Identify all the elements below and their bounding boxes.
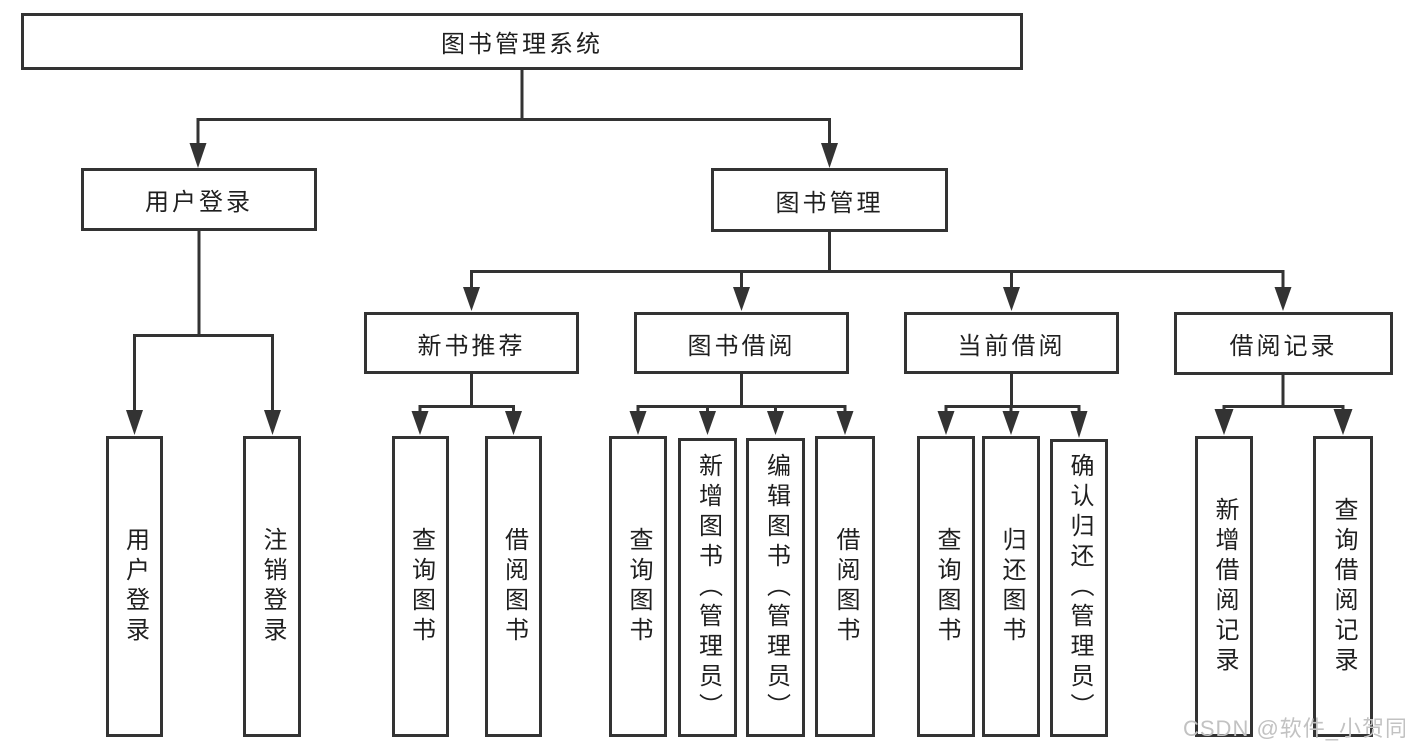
leaf-label: 注销登录 bbox=[259, 526, 286, 647]
leaf-label: 查询图书 bbox=[625, 526, 652, 647]
arrowhead-book-borrow bbox=[733, 287, 750, 311]
node-borrow-record: 借阅记录 bbox=[1174, 312, 1393, 375]
arrowhead-leaf-user-login bbox=[126, 410, 143, 435]
arrowhead-new-book-recommend bbox=[463, 287, 480, 311]
leaf-record-add-borrow-record: 新增借阅记录 bbox=[1195, 436, 1253, 737]
arrowhead-book-management bbox=[821, 143, 838, 168]
leaf-borrow-borrow-book: 借阅图书 bbox=[815, 436, 875, 737]
node-book-borrow: 图书借阅 bbox=[634, 312, 849, 374]
leaf-label: 新增借阅记录 bbox=[1211, 496, 1238, 677]
arrowhead-user-login bbox=[189, 143, 207, 168]
leaf-label: 编辑图书（管理员） bbox=[762, 452, 790, 723]
arrowhead-borrow-borrow bbox=[836, 411, 854, 435]
leaf-current-query-book: 查询图书 bbox=[917, 436, 975, 737]
connector-book-borrow-group bbox=[636, 374, 847, 413]
arrowhead-borrow-edit bbox=[767, 411, 784, 435]
leaf-label: 查询图书 bbox=[933, 526, 960, 647]
arrowhead-current-confirm bbox=[1070, 411, 1088, 438]
arrowhead-borrow-query bbox=[629, 411, 647, 435]
leaf-current-return-book: 归还图书 bbox=[982, 436, 1040, 737]
node-book-management: 图书管理 bbox=[711, 168, 948, 232]
arrowhead-current-borrow bbox=[1003, 287, 1020, 311]
arrowhead-record-add bbox=[1214, 409, 1234, 435]
arrowhead-borrow-record bbox=[1274, 287, 1292, 311]
leaf-label: 用户登录 bbox=[121, 526, 149, 647]
leaf-borrow-edit-book-admin: 编辑图书（管理员） bbox=[746, 438, 805, 737]
leaf-newbook-query-book: 查询图书 bbox=[392, 436, 449, 737]
leaf-logout-login: 注销登录 bbox=[243, 436, 301, 737]
leaf-label: 查询图书 bbox=[407, 526, 435, 647]
leaf-record-query-borrow-record: 查询借阅记录 bbox=[1313, 436, 1373, 737]
connector-book-management-branch bbox=[470, 232, 1285, 289]
leaf-label: 归还图书 bbox=[998, 526, 1025, 647]
leaf-label: 新增图书（管理员） bbox=[694, 452, 722, 723]
leaf-current-confirm-return-admin: 确认归还（管理员） bbox=[1050, 439, 1108, 737]
arrowhead-borrow-add bbox=[699, 411, 716, 435]
leaf-user-login: 用户登录 bbox=[106, 436, 163, 737]
leaf-label: 确认归还（管理员） bbox=[1066, 453, 1093, 723]
leaf-label: 借阅图书 bbox=[500, 526, 528, 647]
arrowhead-current-query bbox=[937, 411, 955, 435]
leaf-borrow-query-book: 查询图书 bbox=[609, 436, 667, 737]
arrowhead-newbook-query bbox=[411, 411, 429, 435]
arrowhead-newbook-borrow bbox=[505, 411, 522, 435]
connector-current-borrow-group bbox=[944, 374, 1081, 413]
node-root-system: 图书管理系统 bbox=[21, 13, 1023, 70]
watermark-text: CSDN @软件_小贺同学 bbox=[1183, 716, 1405, 741]
leaf-borrow-add-book-admin: 新增图书（管理员） bbox=[678, 438, 737, 737]
node-current-borrow: 当前借阅 bbox=[904, 312, 1119, 374]
leaf-label: 查询借阅记录 bbox=[1330, 496, 1357, 677]
connector-new-book-group bbox=[418, 374, 515, 413]
arrowhead-current-return bbox=[1002, 411, 1020, 435]
connector-root-to-level2 bbox=[196, 70, 831, 145]
node-new-book-recommend: 新书推荐 bbox=[364, 312, 579, 374]
leaf-label: 借阅图书 bbox=[832, 526, 859, 647]
arrowhead-leaf-logout bbox=[264, 410, 281, 435]
node-user-login: 用户登录 bbox=[81, 168, 317, 231]
arrowhead-record-query bbox=[1333, 409, 1353, 435]
connector-borrow-record-group bbox=[1222, 375, 1345, 412]
connector-user-login-branch bbox=[133, 231, 274, 412]
leaf-newbook-borrow-book: 借阅图书 bbox=[485, 436, 542, 737]
